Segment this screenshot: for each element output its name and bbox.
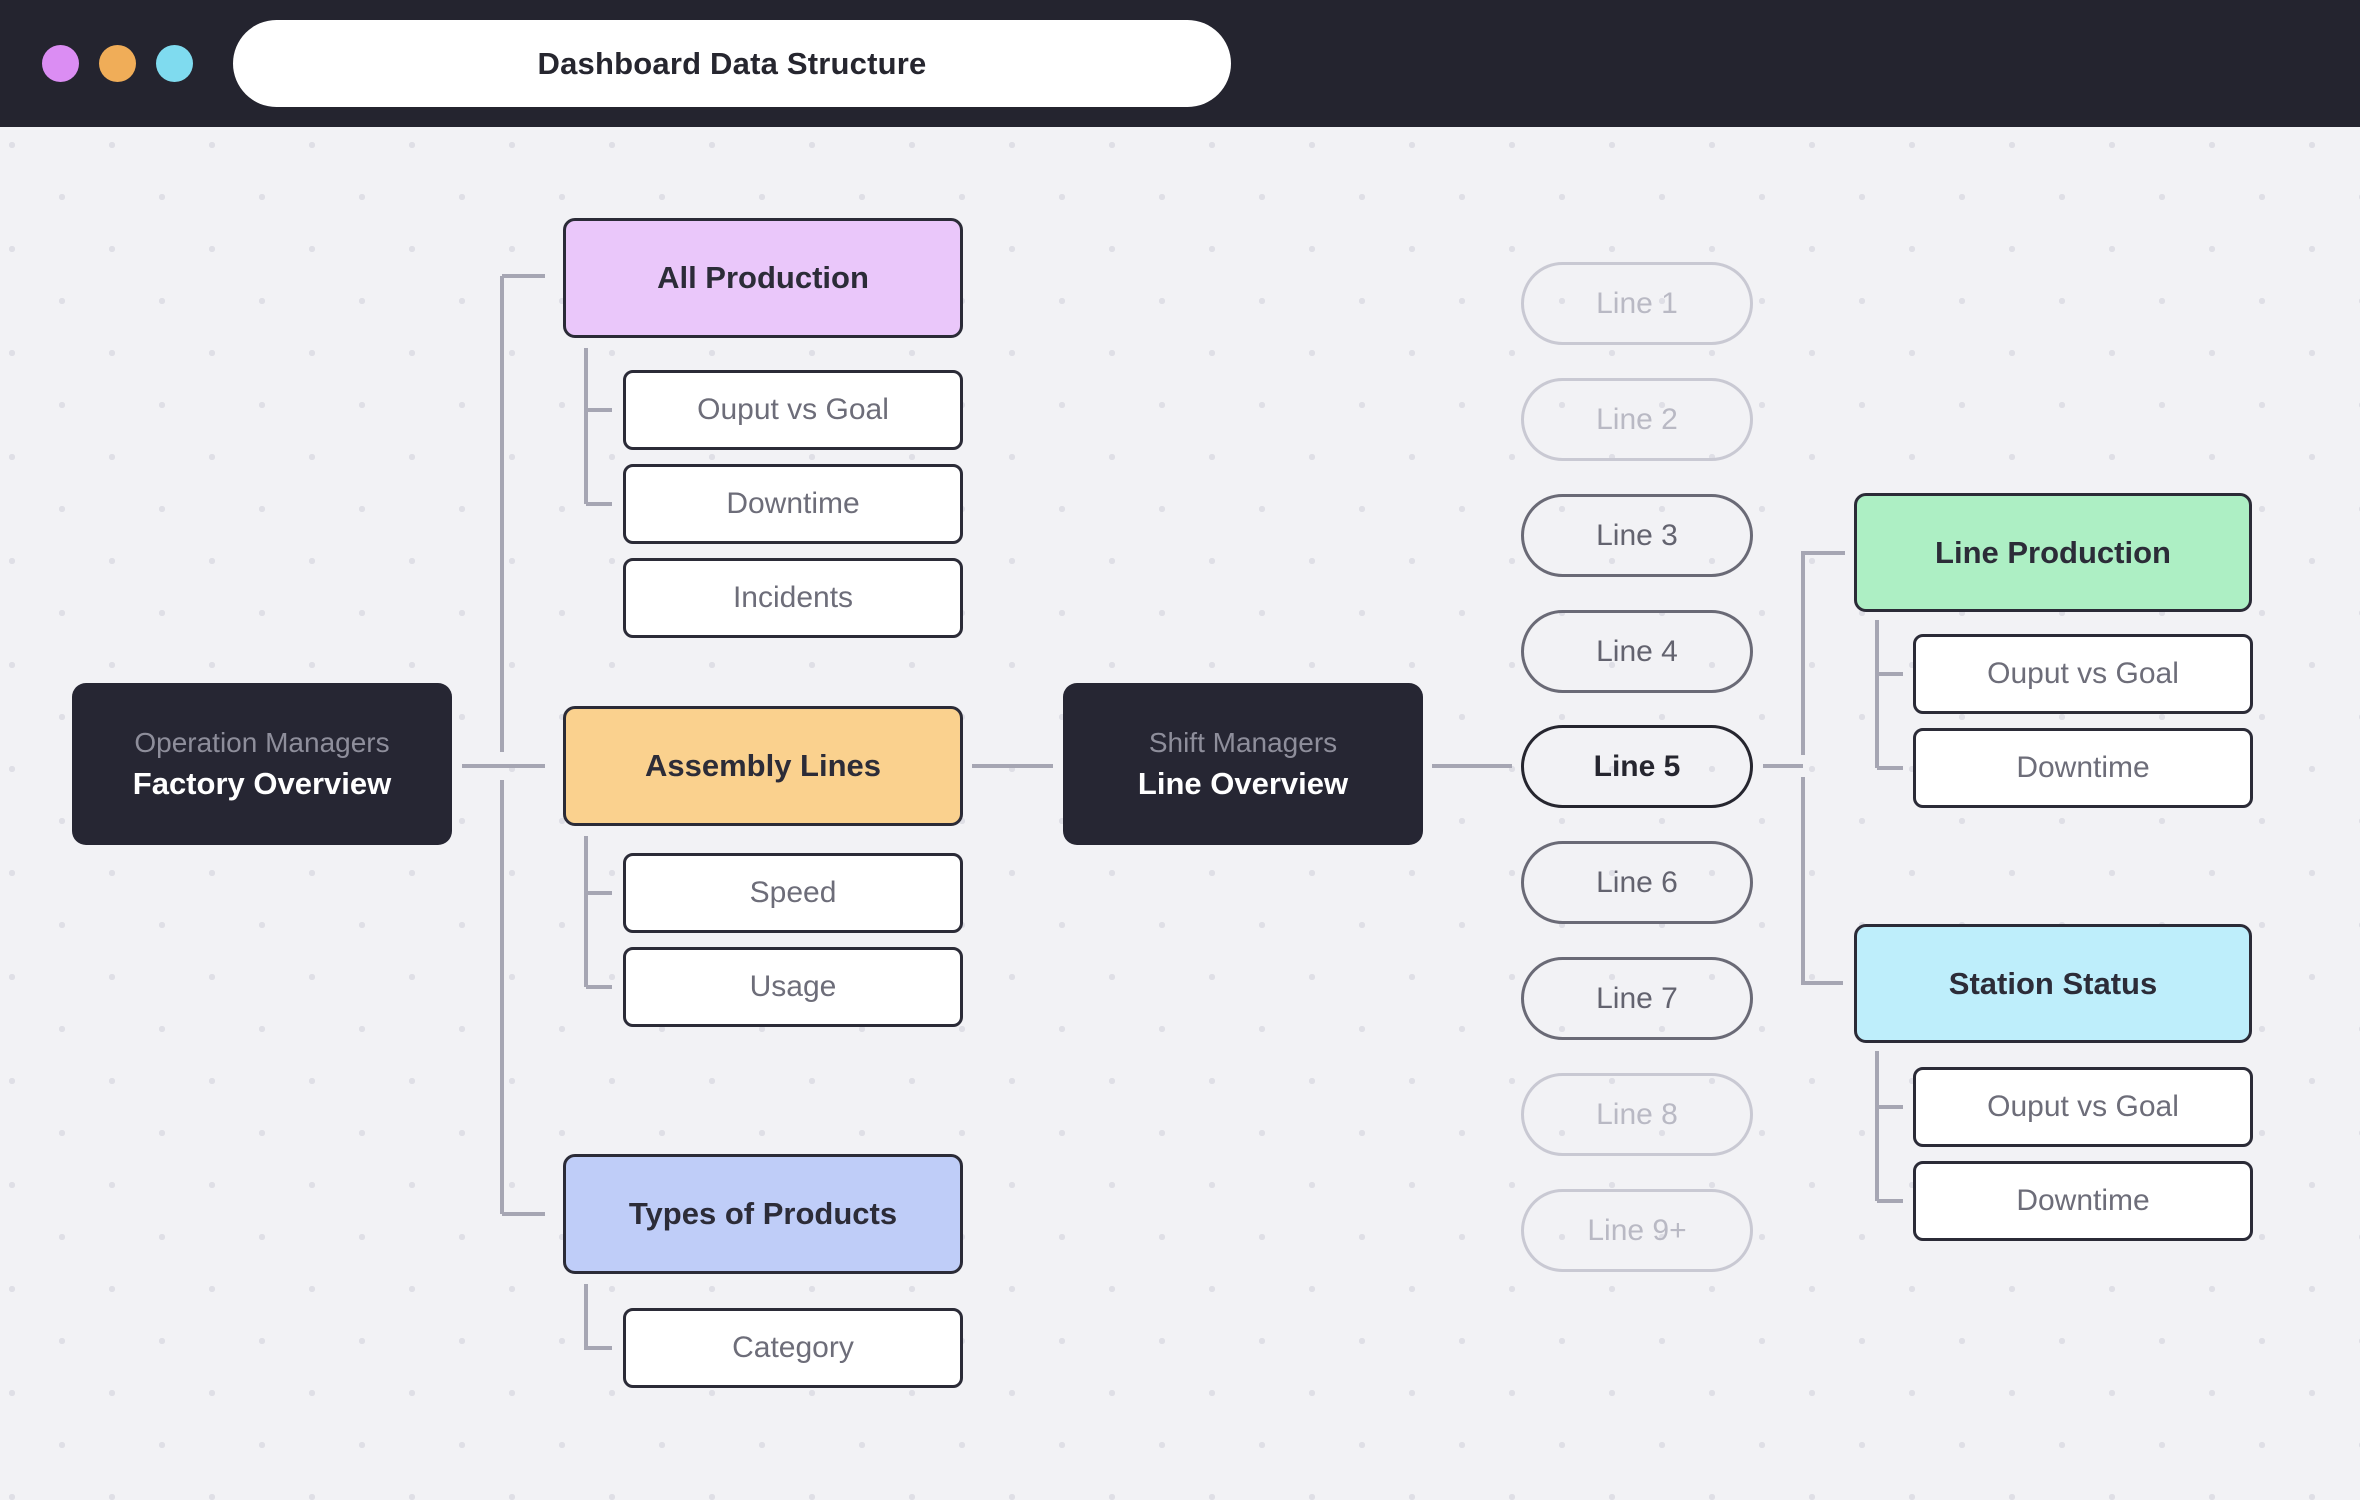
node-downtime-c[interactable]: Downtime [1913, 1161, 2253, 1241]
node-ouput-vs-goal-a-label: Ouput vs Goal [697, 393, 889, 426]
pill-line-5[interactable]: Line 5 [1521, 725, 1753, 808]
node-line-overview[interactable]: Shift Managers Line Overview [1063, 683, 1423, 845]
node-ouput-vs-goal-b-label: Ouput vs Goal [1987, 657, 2179, 690]
node-ouput-vs-goal-a[interactable]: Ouput vs Goal [623, 370, 963, 450]
node-types-of-products-label: Types of Products [628, 1196, 898, 1231]
pill-line-1[interactable]: Line 1 [1521, 262, 1753, 345]
node-downtime-c-label: Downtime [2016, 1184, 2150, 1217]
node-types-of-products[interactable]: Types of Products [563, 1154, 963, 1274]
node-ouput-vs-goal-b[interactable]: Ouput vs Goal [1913, 634, 2253, 714]
node-usage[interactable]: Usage [623, 947, 963, 1027]
pill-line-1-label: Line 1 [1596, 286, 1678, 320]
pill-line-4-label: Line 4 [1596, 634, 1678, 668]
pill-line-3[interactable]: Line 3 [1521, 494, 1753, 577]
node-factory-overview-subtitle: Operation Managers [134, 726, 390, 758]
node-downtime-b[interactable]: Downtime [1913, 728, 2253, 808]
document-title-pill: Dashboard Data Structure [233, 20, 1231, 107]
node-line-overview-subtitle: Shift Managers [1148, 726, 1338, 758]
node-ouput-vs-goal-c-label: Ouput vs Goal [1987, 1090, 2179, 1123]
node-factory-overview-title: Factory Overview [132, 765, 392, 801]
node-speed-label: Speed [749, 876, 837, 909]
pill-line-7[interactable]: Line 7 [1521, 957, 1753, 1040]
node-station-status-label: Station Status [1948, 965, 2158, 1001]
pill-line-2-label: Line 2 [1596, 402, 1678, 436]
node-incidents[interactable]: Incidents [623, 558, 963, 638]
traffic-light-cyan[interactable] [156, 45, 193, 82]
node-all-production[interactable]: All Production [563, 218, 963, 338]
node-incidents-label: Incidents [732, 581, 854, 614]
pill-line-8[interactable]: Line 8 [1521, 1073, 1753, 1156]
node-ouput-vs-goal-c[interactable]: Ouput vs Goal [1913, 1067, 2253, 1147]
pill-line-7-label: Line 7 [1596, 981, 1678, 1015]
traffic-light-orange[interactable] [99, 45, 136, 82]
node-category[interactable]: Category [623, 1308, 963, 1388]
pill-line-4[interactable]: Line 4 [1521, 610, 1753, 693]
pill-line-3-label: Line 3 [1596, 518, 1678, 552]
pill-line-9-label: Line 9+ [1587, 1213, 1687, 1247]
pill-line-6[interactable]: Line 6 [1521, 841, 1753, 924]
traffic-light-purple[interactable] [42, 45, 79, 82]
node-speed[interactable]: Speed [623, 853, 963, 933]
node-assembly-lines-label: Assembly Lines [644, 748, 882, 783]
node-downtime-b-label: Downtime [2016, 751, 2150, 784]
pill-line-8-label: Line 8 [1596, 1097, 1678, 1131]
node-line-production[interactable]: Line Production [1854, 493, 2252, 612]
pill-line-9[interactable]: Line 9+ [1521, 1189, 1753, 1272]
node-line-production-label: Line Production [1935, 534, 2171, 570]
window-header: Dashboard Data Structure [0, 0, 2360, 127]
node-factory-overview[interactable]: Operation Managers Factory Overview [72, 683, 452, 845]
pill-line-5-label: Line 5 [1593, 749, 1681, 783]
node-all-production-label: All Production [657, 260, 869, 295]
node-station-status[interactable]: Station Status [1854, 924, 2252, 1043]
node-assembly-lines[interactable]: Assembly Lines [563, 706, 963, 826]
node-line-overview-title: Line Overview [1137, 765, 1349, 801]
pill-line-2[interactable]: Line 2 [1521, 378, 1753, 461]
node-category-label: Category [732, 1331, 854, 1364]
pill-line-6-label: Line 6 [1596, 865, 1678, 899]
node-downtime-a-label: Downtime [726, 487, 860, 520]
node-downtime-a[interactable]: Downtime [623, 464, 963, 544]
node-usage-label: Usage [749, 970, 837, 1003]
document-title: Dashboard Data Structure [537, 45, 927, 81]
